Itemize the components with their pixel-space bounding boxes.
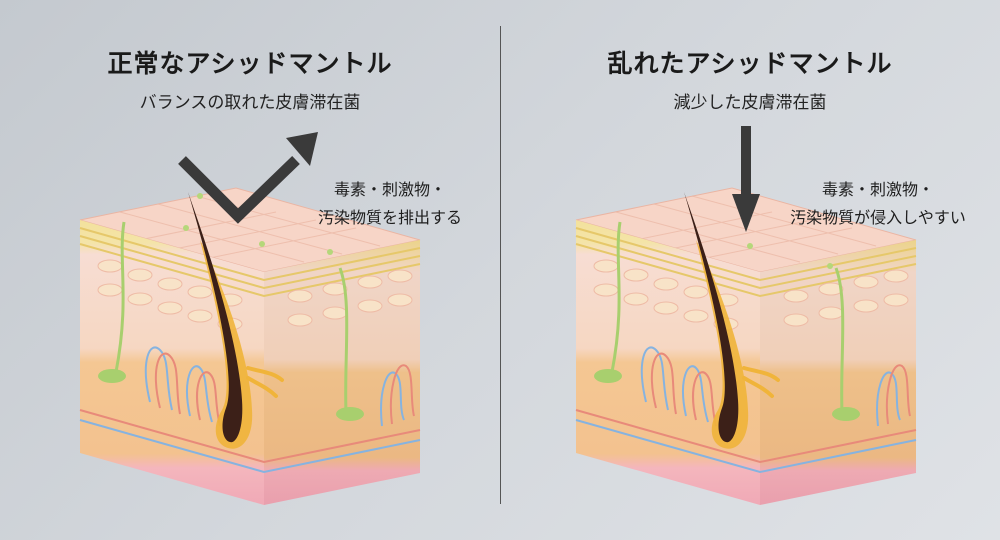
panel-title: 乱れたアシッドマントル [607, 49, 893, 78]
panel-subtitle: バランスの取れた皮膚滞在菌 [139, 93, 361, 113]
left-panel: 正常なアシッドマントル バランスの取れた皮膚滞在菌 毒素・刺激物・ 汚染物質を排… [79, 49, 490, 505]
panel-divider [500, 26, 501, 504]
right-panel: 乱れたアシッドマントル 減少した皮膚滞在菌 毒素・刺激物・ 汚染物質が侵入しやす… [500, 0, 1000, 540]
bounce-arrow-icon [178, 132, 318, 224]
annotation-note: 毒素・刺激物・ 汚染物質が侵入しやすい [762, 176, 994, 232]
panel-subtitle: 減少した皮膚滞在菌 [673, 93, 827, 113]
down-arrow-icon [732, 126, 760, 232]
panel-title: 正常なアシッドマントル [107, 49, 393, 78]
annotation-note: 毒素・刺激物・ 汚染物質を排出する [290, 176, 490, 232]
annotation-line-1: 毒素・刺激物・ [821, 180, 934, 199]
annotation-line-1: 毒素・刺激物・ [333, 180, 446, 199]
annotation-line-2: 汚染物質が侵入しやすい [790, 208, 966, 227]
healthy-skin-cross-section [79, 187, 421, 505]
annotation-line-2: 汚染物質を排出する [317, 208, 462, 227]
